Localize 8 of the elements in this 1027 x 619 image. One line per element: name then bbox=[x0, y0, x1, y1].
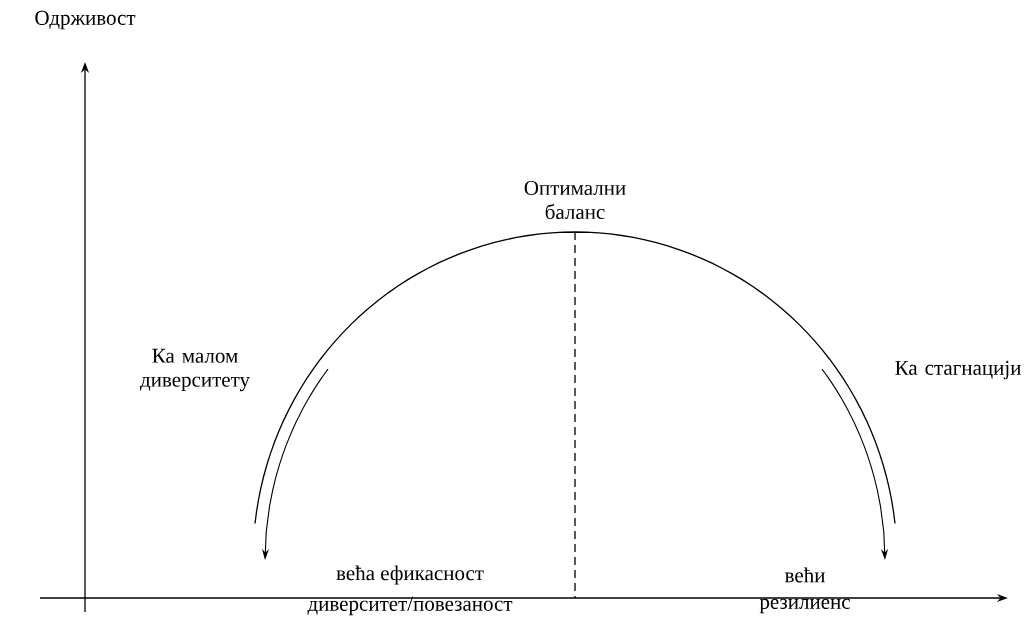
axis-title: Одрживост bbox=[35, 10, 136, 30]
axis-caption: већи bbox=[784, 567, 825, 583]
axis-caption: резилиенс bbox=[759, 598, 850, 614]
axis-caption: већа ефикасност bbox=[336, 565, 484, 585]
axis-caption: диверситет/повезаност bbox=[307, 596, 513, 616]
direction-label: Ка малом диверситету bbox=[140, 348, 250, 392]
direction-label: Ка стагнацији bbox=[895, 360, 1021, 380]
curve-label: Оптимални баланс bbox=[524, 180, 626, 220]
